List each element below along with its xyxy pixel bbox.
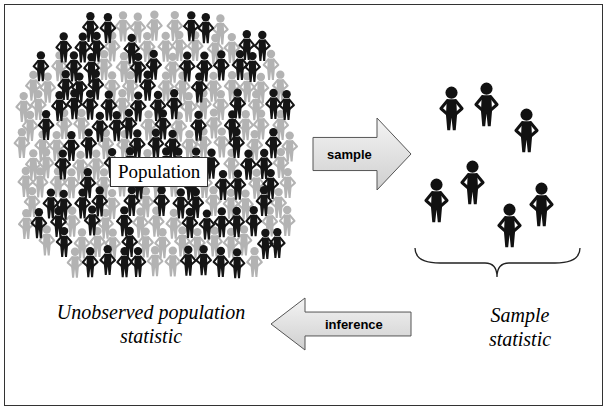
crowd-person [192, 72, 207, 102]
crowd-person [282, 131, 297, 161]
crowd-person [67, 89, 82, 119]
crowd-person [15, 128, 30, 158]
crowd-person [263, 169, 278, 199]
crowd-person [280, 168, 295, 198]
crowd-person [39, 110, 54, 140]
crowd-person [85, 205, 100, 235]
crowd-person [83, 90, 98, 120]
crowd-person [231, 170, 246, 200]
crowd-person [23, 111, 38, 141]
block-arrow: sample [313, 118, 411, 190]
crowd-person [215, 207, 230, 237]
crowd-person [225, 33, 240, 63]
crowd-person [183, 208, 198, 238]
brace [415, 248, 580, 277]
crowd-person [264, 50, 279, 80]
crowd-person [56, 32, 71, 62]
crowd-person [131, 91, 146, 121]
crowd-person [131, 53, 146, 83]
crowd-person [215, 127, 230, 157]
crowd-person [57, 227, 72, 257]
crowd-person [199, 13, 214, 43]
crowd-person [230, 248, 245, 278]
crowd-person [279, 90, 294, 120]
frame [5, 5, 603, 406]
crowd-person [109, 111, 124, 141]
statistic-label: Unobserved population statistic [31, 300, 271, 348]
crowd-person [196, 245, 211, 275]
sample-people [426, 83, 552, 248]
arrow-outline [313, 118, 411, 190]
crowd-black [32, 11, 294, 278]
crowd-person [200, 209, 215, 239]
crowd-person [148, 246, 163, 276]
crowd-person [34, 51, 49, 81]
crowd-person [233, 50, 248, 80]
crowd-person [255, 31, 270, 61]
crowd-person [117, 247, 132, 277]
crowd-person [64, 131, 79, 161]
crowd-person [75, 188, 90, 218]
crowd-person [56, 190, 71, 220]
crowd-person [131, 247, 146, 277]
crowd-person [216, 170, 231, 200]
crowd-person [181, 246, 196, 276]
crowd-person [181, 92, 196, 122]
crowd-person [182, 130, 197, 160]
arrow-label: inference [325, 317, 383, 332]
crowd-person [81, 128, 96, 158]
crowd-person [101, 13, 116, 43]
crowd-grey [15, 11, 297, 278]
crowd-person [266, 89, 281, 119]
crowd-person [140, 71, 155, 101]
crowd-person [229, 128, 244, 158]
arrow-outline [271, 298, 411, 350]
crowd-person [32, 208, 47, 238]
crowd-person [166, 247, 181, 277]
crowd-person [245, 52, 260, 82]
crowd-person [247, 247, 262, 277]
crowd-person [174, 188, 189, 218]
label-box: Population [110, 157, 208, 187]
crowd-person [257, 186, 272, 216]
crowd-person [100, 245, 115, 275]
box-label: Population [118, 161, 200, 183]
crowd-person [154, 186, 169, 216]
crowd-person [184, 11, 199, 41]
crowd-person [68, 248, 83, 278]
crowd-person [270, 228, 285, 258]
crowd-person [52, 91, 67, 121]
crowd-person [280, 206, 295, 236]
crowd-person [229, 207, 244, 237]
crowd-person [56, 149, 71, 179]
arrow-label: sample [327, 147, 372, 162]
crowd-person [214, 247, 229, 277]
crowd-person [167, 89, 182, 119]
crowd-person [149, 129, 164, 159]
crowd-person [93, 112, 108, 142]
crowd-person [246, 206, 261, 236]
crowd-person [214, 50, 229, 80]
block-arrow: inference [271, 298, 411, 350]
crowd-person [180, 51, 195, 81]
crowd-person [83, 247, 98, 277]
crowd-person [191, 111, 206, 141]
statistic-label: Sample statistic [470, 303, 570, 351]
crowd-person [241, 150, 256, 180]
